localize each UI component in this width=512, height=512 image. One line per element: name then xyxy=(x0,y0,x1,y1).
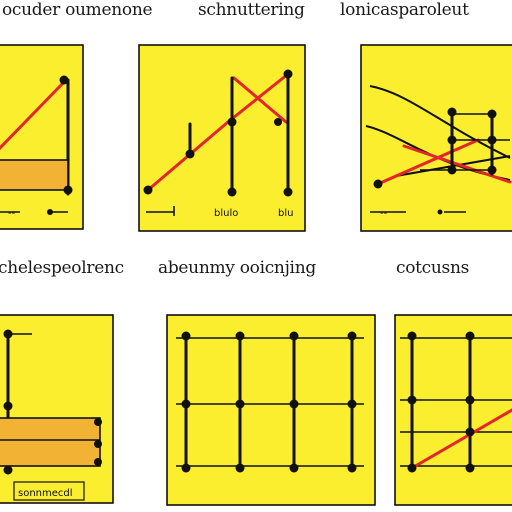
panel-top-center: blulo blu xyxy=(138,44,306,232)
caption-top-left: ocuder oumenone xyxy=(2,0,153,20)
caption-mid-right: cotcusns xyxy=(396,258,470,278)
axis-tick-label-right: blu xyxy=(278,208,293,219)
panel-top-right: -- xyxy=(360,44,512,232)
caption-mid-left: chelespeolrenc xyxy=(0,258,124,278)
caption-top-right: lonicasparoleut xyxy=(340,0,469,20)
caption-mid-center: abeunmy ooicnjing xyxy=(158,258,316,278)
panel-bottom-center xyxy=(166,314,376,506)
panel-bottom-right xyxy=(394,314,512,506)
axis-tick-label: -- xyxy=(380,208,388,219)
axis-tick-label: blulo xyxy=(214,208,238,219)
bottom-label: sonnmecdl xyxy=(18,488,73,499)
bar-segment xyxy=(0,417,101,467)
panel-bottom-left: sonnmecdl xyxy=(0,314,114,504)
bar-segment xyxy=(0,159,69,191)
caption-top-center: schnuttering xyxy=(198,0,305,20)
panel-top-left: -- xyxy=(0,44,84,230)
axis-tick-label: -- xyxy=(8,208,16,219)
